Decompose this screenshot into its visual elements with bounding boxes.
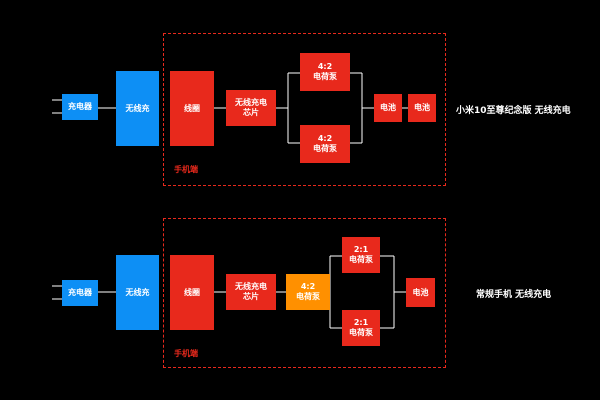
phone-side-frame-top xyxy=(163,33,446,186)
battery-1-label-top: 电池 xyxy=(380,103,396,112)
caption-top: 小米10至尊纪念版 无线充电 xyxy=(456,106,571,116)
charge-pump-first-bottom: 4:2 电荷泵 xyxy=(286,274,330,310)
charge-pump-lower-bottom: 2:1 电荷泵 xyxy=(342,310,380,346)
pump-lower-label-top: 4:2 电荷泵 xyxy=(313,134,337,153)
wireless-charger-label-top: 无线充 xyxy=(125,103,150,113)
wireless-charger-label-bottom: 无线充 xyxy=(125,287,150,297)
chip-label-bottom: 无线充电 芯片 xyxy=(235,282,267,301)
caption-bottom: 常规手机 无线充电 xyxy=(476,290,552,300)
charge-pump-upper-top: 4:2 电荷泵 xyxy=(300,53,350,91)
charger-label-bottom: 充电器 xyxy=(68,288,92,297)
pump-upper-label-top: 4:2 电荷泵 xyxy=(313,62,337,81)
charge-pump-lower-top: 4:2 电荷泵 xyxy=(300,125,350,163)
battery-2-label-top: 电池 xyxy=(414,103,430,112)
charge-pump-upper-bottom: 2:1 电荷泵 xyxy=(342,237,380,273)
coil-block-bottom: 线圈 xyxy=(170,255,214,330)
pump-upper-label-bottom: 2:1 电荷泵 xyxy=(349,245,373,264)
battery-block-bottom: 电池 xyxy=(406,278,435,307)
battery-block-1-top: 电池 xyxy=(374,94,402,122)
charger-label-top: 充电器 xyxy=(68,102,92,111)
wireless-charger-block-top: 无线充 xyxy=(116,71,159,146)
phone-side-label-bottom: 手机端 xyxy=(174,349,198,358)
chip-label-top: 无线充电 芯片 xyxy=(235,98,267,117)
coil-block-top: 线圈 xyxy=(170,71,214,146)
charger-block-top: 充电器 xyxy=(62,94,98,120)
coil-label-bottom: 线圈 xyxy=(184,287,200,297)
coil-label-top: 线圈 xyxy=(184,103,200,113)
phone-side-frame-bottom xyxy=(163,218,446,368)
wireless-charger-block-bottom: 无线充 xyxy=(116,255,159,330)
pump-first-label-bottom: 4:2 电荷泵 xyxy=(296,282,320,301)
charger-block-bottom: 充电器 xyxy=(62,280,98,306)
battery-label-bottom: 电池 xyxy=(412,287,429,297)
battery-block-2-top: 电池 xyxy=(408,94,436,122)
chip-block-top: 无线充电 芯片 xyxy=(226,90,276,126)
phone-side-label-top: 手机端 xyxy=(174,165,198,174)
chip-block-bottom: 无线充电 芯片 xyxy=(226,274,276,310)
pump-lower-label-bottom: 2:1 电荷泵 xyxy=(349,318,373,337)
